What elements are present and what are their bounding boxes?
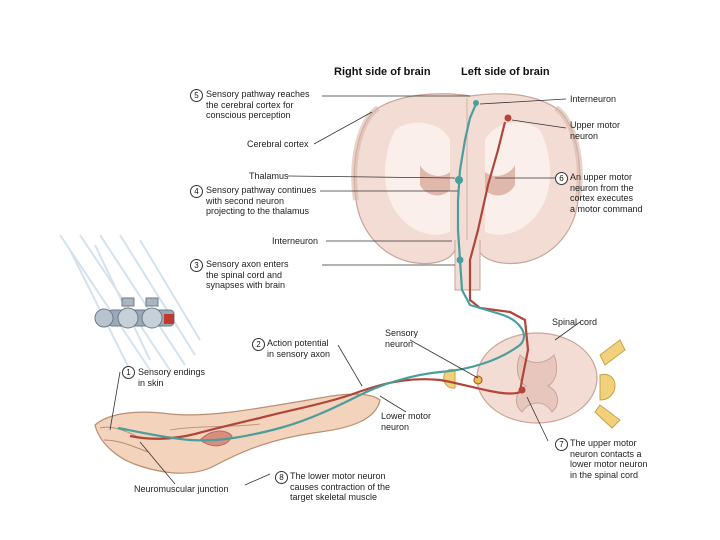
interneuron-label-cortex: Interneuron xyxy=(570,94,617,104)
step-4-label: Sensory pathway continues with second ne… xyxy=(206,185,317,216)
sensory-neuron-label: Sensory neuron xyxy=(385,328,419,349)
step-5-label: Sensory pathway reaches the cerebral cor… xyxy=(206,89,310,120)
step-8-label: The lower motor neuron causes contractio… xyxy=(290,471,391,502)
brain-section xyxy=(351,93,583,291)
step-8-badge: 8 xyxy=(275,471,288,484)
step-6-badge: 6 xyxy=(555,172,568,185)
motor-pathway xyxy=(129,121,530,440)
step-4-badge: 4 xyxy=(190,185,203,198)
interneuron-label-brainstem: Interneuron xyxy=(272,236,319,246)
spinal-cord-label: Spinal cord xyxy=(552,317,598,327)
step-3-label: Sensory axon enters the spinal cord and … xyxy=(206,259,289,290)
spinal-cord-section xyxy=(443,332,626,429)
step-7-badge: 7 xyxy=(555,438,568,451)
lower-motor-neuron-label: Lower motor neuron xyxy=(381,411,432,432)
neuron-bodies xyxy=(455,100,526,394)
right-brain-header: Right side of brain xyxy=(334,66,431,78)
step-1-badge: 1 xyxy=(122,366,135,379)
sensory-pathway xyxy=(117,103,525,442)
step-2-label: Action potential in sensory axon xyxy=(267,338,331,359)
cerebral-cortex-label: Cerebral cortex xyxy=(247,139,309,149)
step-2-badge: 2 xyxy=(252,338,265,351)
left-brain-header: Left side of brain xyxy=(461,66,550,78)
thalamus-label: Thalamus xyxy=(249,171,289,181)
step-5-badge: 5 xyxy=(190,89,203,102)
step-1-label: Sensory endings in skin xyxy=(138,367,206,388)
step-3-badge: 3 xyxy=(190,259,203,272)
neuromuscular-junction-label: Neuromuscular junction xyxy=(134,484,229,494)
upper-motor-neuron-label: Upper motor neuron xyxy=(570,120,621,141)
leader-lines xyxy=(109,95,581,486)
step-6-label: An upper motor neuron from the cortex ex… xyxy=(570,172,643,214)
faucet xyxy=(94,297,175,329)
step-7-label: The upper motor neuron contacts a lower … xyxy=(570,438,648,480)
arm-and-hand xyxy=(94,393,381,474)
